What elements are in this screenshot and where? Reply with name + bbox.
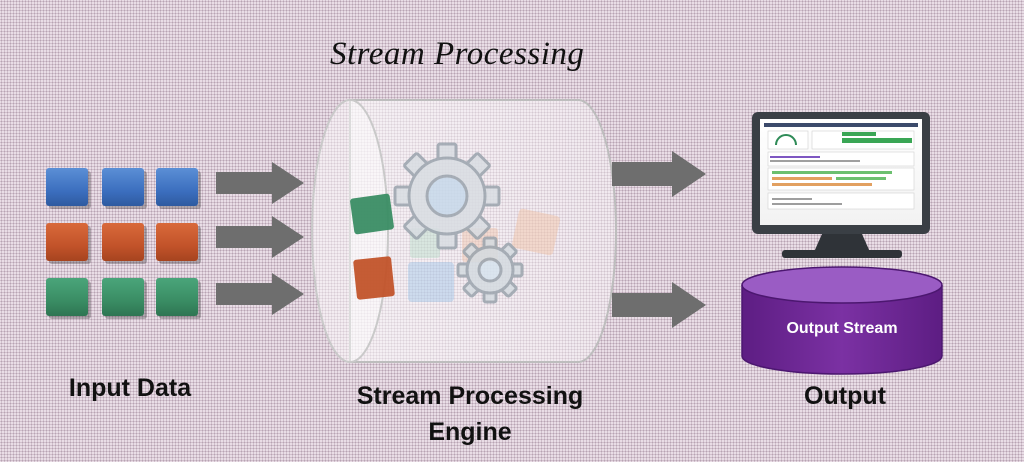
input-cube-blue xyxy=(156,168,198,206)
output-label: Output xyxy=(804,382,886,410)
input-cube-orange xyxy=(46,223,88,261)
engine-label-line1: Stream Processing xyxy=(356,382,584,410)
diagram-title: Stream Processing xyxy=(330,36,585,72)
input-data-label: Input Data xyxy=(68,374,192,402)
arrow-right-icon xyxy=(216,162,304,204)
arrow-right-icon xyxy=(216,216,304,258)
data-block-faded-orange xyxy=(512,208,560,256)
output-stream-database-icon xyxy=(741,266,943,375)
input-cube-green xyxy=(156,278,198,316)
arrow-right-icon xyxy=(216,273,304,315)
input-cube-green xyxy=(102,278,144,316)
arrow-right-icon xyxy=(612,282,706,328)
data-block-orange xyxy=(353,256,395,300)
engine-label-line2: Engine xyxy=(428,418,512,446)
small-gear-icon xyxy=(456,236,524,304)
input-cube-blue xyxy=(102,168,144,206)
large-gear-icon xyxy=(393,142,501,250)
arrow-right-icon xyxy=(612,151,706,197)
monitor-icon xyxy=(752,112,930,258)
engine-label: Stream Processing Engine xyxy=(320,378,620,450)
data-block-faded-blue xyxy=(408,262,454,302)
output-stream-label: Output Stream xyxy=(786,320,898,337)
output-arrows xyxy=(612,151,706,328)
input-cube-blue xyxy=(46,168,88,206)
input-cube-orange xyxy=(102,223,144,261)
input-arrows xyxy=(216,162,304,315)
input-cube-orange xyxy=(156,223,198,261)
processing-engine-cylinder xyxy=(311,99,617,363)
input-cube-green xyxy=(46,278,88,316)
data-block-green xyxy=(350,193,394,235)
